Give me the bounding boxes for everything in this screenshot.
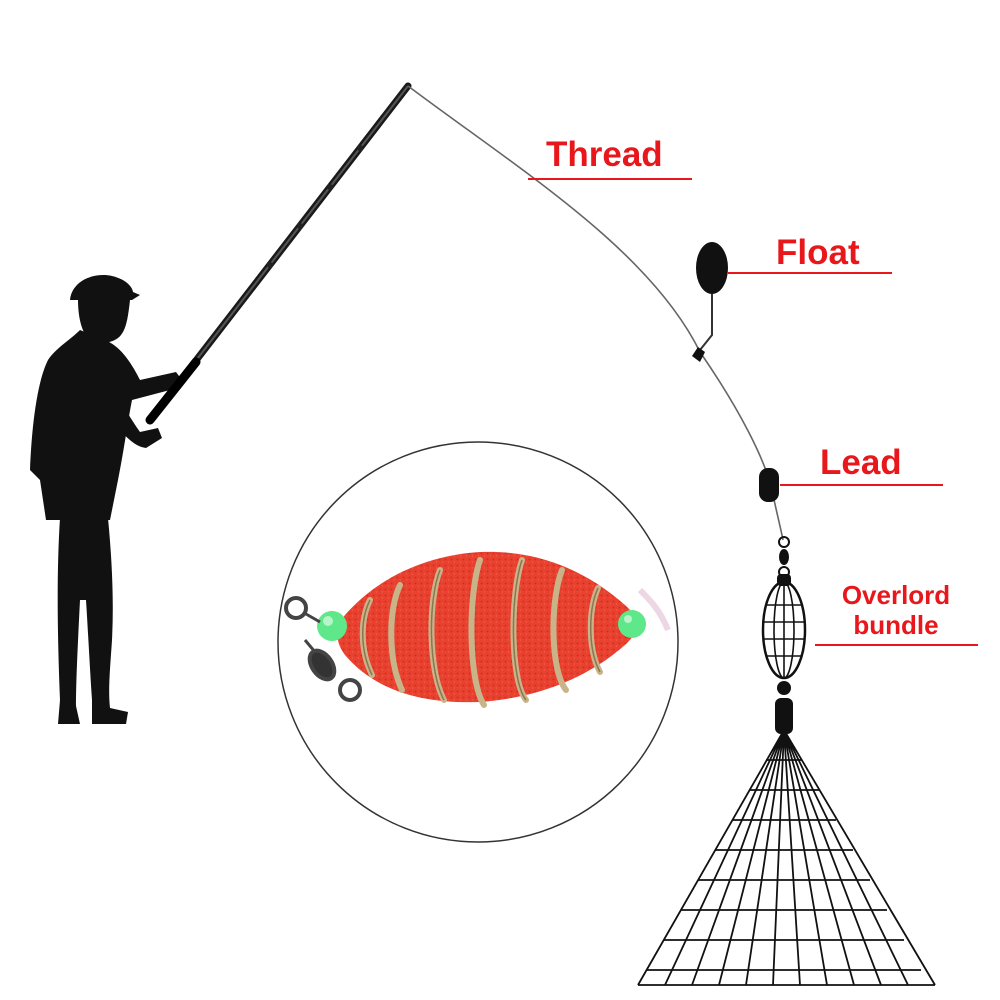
spring-bait-cage-icon [337,551,637,703]
bait-closeup-icon [277,441,679,843]
swivel-chain [778,536,790,578]
lead-sinker-icon [759,468,779,502]
bundle-label-line1: Overlord [842,580,950,610]
bundle-label-line2: bundle [853,610,938,640]
lead-label: Lead [820,443,902,482]
thread-label: Thread [546,135,663,174]
fishing-rod-icon [145,82,412,425]
hook-net-icon [637,729,936,986]
label-underlines [528,178,978,646]
overlord-bundle-icon [761,574,807,734]
float-icon [692,242,728,362]
angler-silhouette-icon [30,275,182,724]
float-label: Float [776,233,860,272]
